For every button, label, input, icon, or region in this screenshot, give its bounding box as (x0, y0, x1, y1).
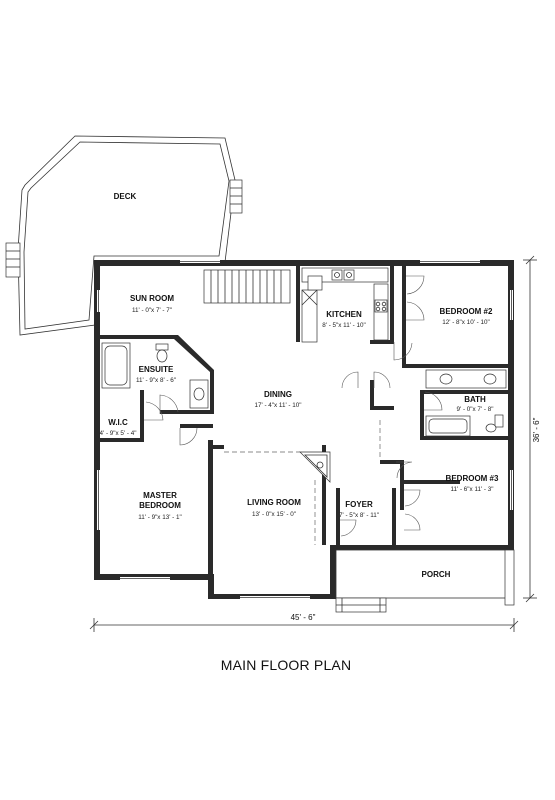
interior-walls (94, 262, 512, 578)
living-room-label: LIVING ROOM (247, 498, 301, 507)
fireplace (299, 451, 331, 483)
bath-size: 9' - 0"x 7' - 8" (457, 406, 494, 413)
sun-room-stairs (203, 269, 291, 304)
deck-label: DECK (114, 192, 137, 201)
width-dimension: 45' - 6" (291, 613, 316, 622)
foyer-label: FOYER (345, 500, 373, 509)
kitchen-fixtures (301, 267, 389, 343)
porch (335, 549, 515, 613)
deck-stairs-left (5, 242, 21, 278)
wic-size: 4' - 9"x 5' - 4" (100, 430, 137, 437)
kitchen-size: 8' - 5"x 11' - 10" (322, 322, 366, 329)
sun-room-size: 11' - 0"x 7' - 7" (132, 307, 172, 314)
plan-title: MAIN FLOOR PLAN (221, 657, 352, 673)
ensuite-label: ENSUITE (139, 365, 174, 374)
deck-stairs-right (229, 179, 243, 214)
bath-fixtures (425, 369, 507, 437)
exterior-walls (94, 260, 514, 599)
sun-room-label: SUN ROOM (130, 294, 174, 303)
bedroom2-label: BEDROOM #2 (440, 307, 493, 316)
ensuite-fixtures (101, 342, 209, 409)
ensuite-size: 11' - 9"x 8' - 6" (136, 377, 176, 384)
dining-label: DINING (264, 390, 292, 399)
porch-label: PORCH (422, 570, 451, 579)
depth-dimension: 36' - 6" (532, 417, 541, 442)
master-label-1: MASTER (143, 491, 177, 500)
door-swings (144, 275, 443, 537)
bedroom3-label: BEDROOM #3 (446, 474, 499, 483)
dining-size: 17' - 4"x 11' - 10" (254, 402, 301, 409)
foyer-size: 7' - 5"x 8' - 11" (339, 512, 379, 519)
bedroom3-size: 11' - 6"x 11' - 3" (450, 486, 493, 493)
wic-label: W.I.C (108, 418, 128, 427)
deck (5, 135, 243, 336)
master-label-2: BEDROOM (139, 501, 181, 510)
bedroom2-size: 12' - 8"x 10' - 10" (442, 319, 489, 326)
bath-label: BATH (464, 395, 486, 404)
master-size: 11' - 9"x 13' - 1" (138, 514, 182, 521)
kitchen-label: KITCHEN (326, 310, 362, 319)
living-room-size: 13' - 0"x 15' - 0" (252, 511, 296, 518)
dimension-lines (89, 255, 537, 632)
